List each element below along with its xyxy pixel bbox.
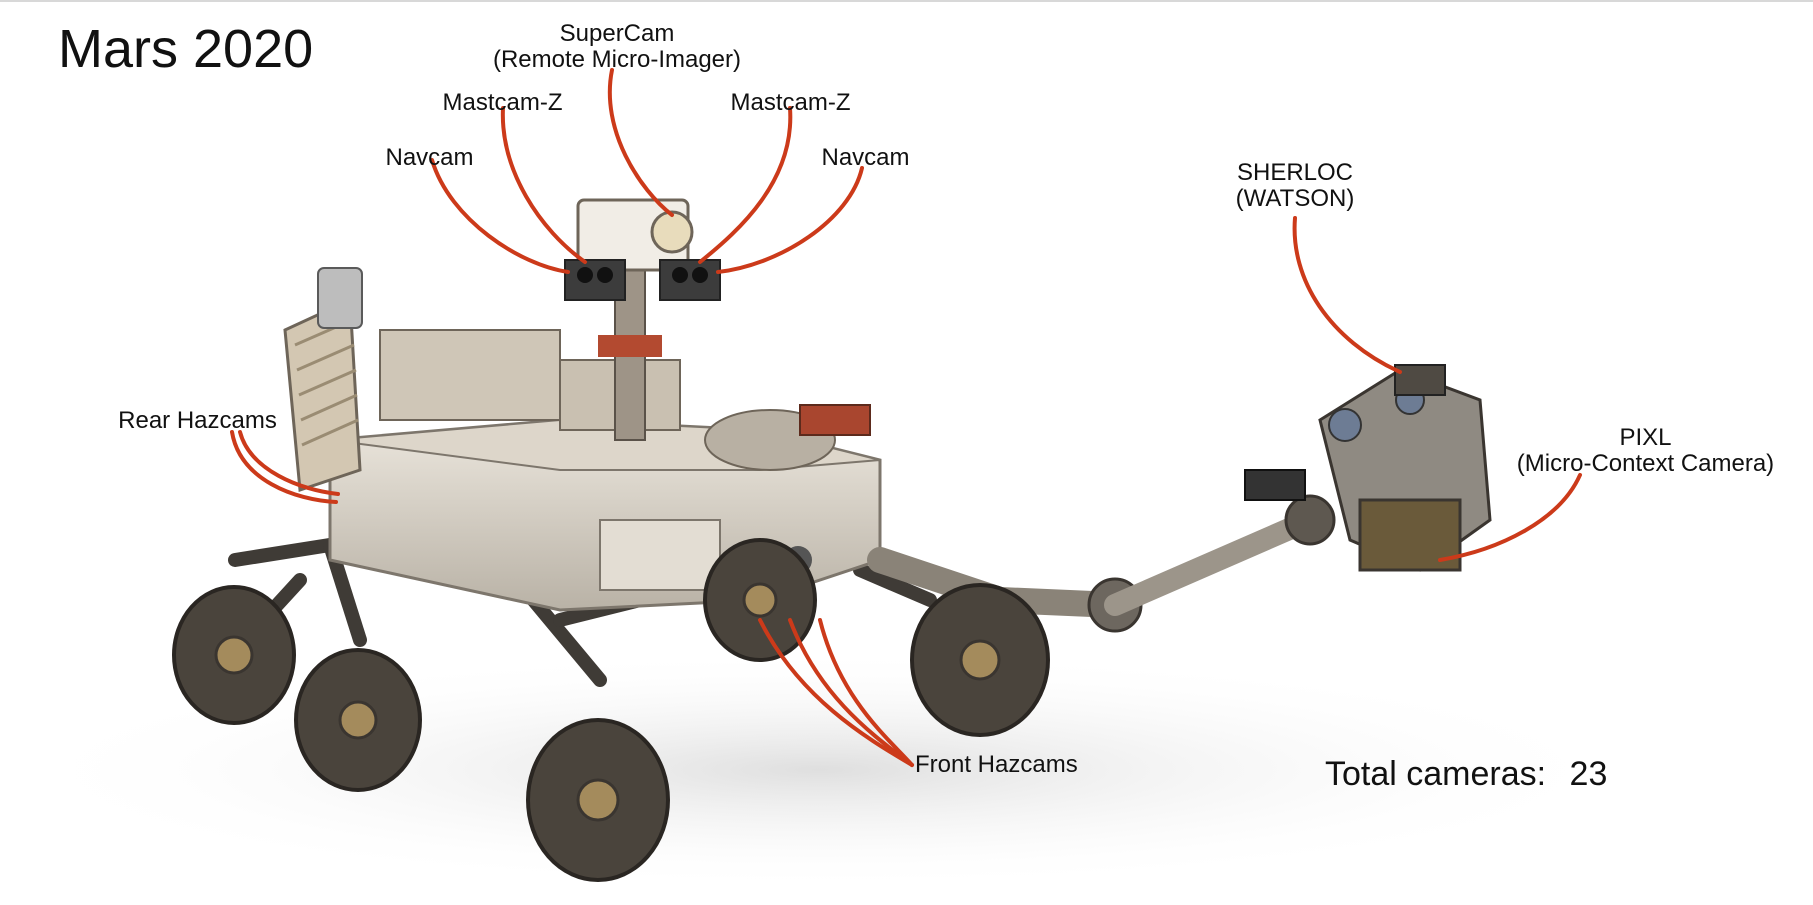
figure-title: Mars 2020 — [58, 19, 314, 79]
supercam-leader — [607, 68, 674, 217]
top-border — [0, 0, 1813, 2]
sherloc-leader — [1292, 216, 1402, 374]
total-cameras: Total cameras: 23 — [1325, 757, 1607, 791]
total-cameras-value: 23 — [1569, 755, 1608, 793]
rear-hazcams-label: Rear Hazcams — [105, 408, 290, 434]
rear-hazcams-text: Rear Hazcams — [118, 407, 277, 434]
supercam-label-line1: SuperCam — [559, 20, 675, 47]
robotic-arm — [867, 364, 1492, 633]
front-hazcams-leader-2 — [788, 618, 914, 767]
mastcamz-left-text: Mastcam-Z — [442, 89, 563, 116]
mastcamz-right-label: Mastcam-Z — [708, 90, 873, 116]
front-hazcams-label: Front Hazcams — [915, 752, 1100, 778]
front-hazcams-leader-1 — [758, 618, 914, 767]
navcam-right-label: Navcam — [808, 145, 923, 171]
mast — [564, 198, 721, 441]
sherloc-label: SHERLOC (WATSON) — [1210, 160, 1380, 212]
mastcamz-left-label: Mastcam-Z — [420, 90, 585, 116]
navcam-left-label: Navcam — [372, 145, 487, 171]
front-hazcams-text: Front Hazcams — [915, 751, 1078, 778]
pixl-label: PIXL (Micro-Context Camera) — [1498, 425, 1793, 477]
wheel-hubs — [214, 582, 1001, 822]
sherloc-label-line1: SHERLOC — [1236, 159, 1354, 186]
navcam-left-text: Navcam — [385, 144, 474, 171]
rear-hazcams-leader-1 — [238, 430, 340, 496]
rover-body — [283, 267, 882, 612]
navcam-right-text: Navcam — [821, 144, 910, 171]
supercam-label: SuperCam (Remote Micro-Imager) — [472, 21, 762, 73]
leader-lines — [230, 68, 1582, 767]
total-cameras-label: Total cameras: — [1325, 755, 1547, 793]
pixl-label-line1: PIXL — [1619, 424, 1672, 451]
pixl-leader — [1438, 473, 1582, 562]
navcam-left-leader — [430, 158, 570, 274]
sherloc-label-line2: (WATSON) — [1235, 185, 1355, 212]
mastcamz-right-leader — [698, 106, 793, 264]
front-hazcams-leader-3 — [818, 618, 914, 767]
mastcamz-left-leader — [500, 106, 587, 264]
navcam-right-leader — [716, 166, 864, 274]
rear-hazcams-leader-2 — [230, 430, 338, 504]
mastcamz-right-text: Mastcam-Z — [730, 89, 851, 116]
supercam-label-line2: (Remote Micro-Imager) — [492, 46, 742, 73]
pixl-label-line2: (Micro-Context Camera) — [1516, 450, 1775, 477]
